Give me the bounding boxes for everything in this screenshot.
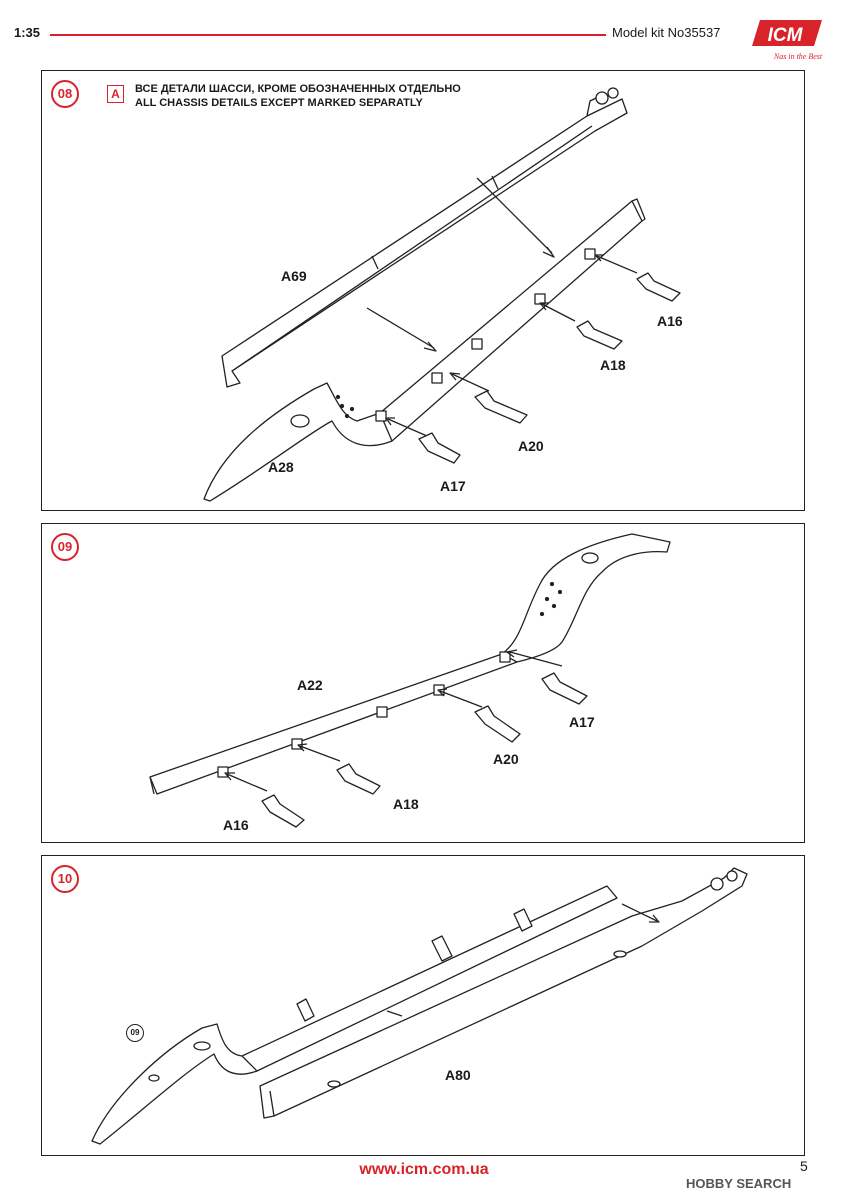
label-a69: A69	[281, 268, 307, 284]
step-10-panel: 10 09 A80	[41, 855, 805, 1156]
step-number: 08	[51, 80, 79, 108]
label-a16: A16	[223, 817, 249, 833]
step-08-drawing	[203, 87, 681, 502]
sprue-letter: A	[107, 85, 124, 103]
model-kit-number: Model kit No35537	[612, 25, 721, 40]
step-09-drawing	[149, 533, 671, 828]
label-a18: A18	[393, 796, 419, 812]
scale-label: 1:35	[14, 25, 41, 40]
hobby-search-watermark: HOBBY SEARCH	[686, 1176, 792, 1191]
header-divider	[50, 34, 606, 36]
reference-step-09: 09	[126, 1024, 144, 1042]
svg-text:Nas in the Best: Nas in the Best	[773, 52, 823, 61]
label-a28: A28	[268, 459, 294, 475]
label-a17: A17	[569, 714, 595, 730]
label-a17: A17	[440, 478, 466, 494]
label-a20: A20	[493, 751, 519, 767]
step-08-panel: 08 A ВСЕ ДЕТАЛИ ШАССИ, КРОМЕ ОБОЗНАЧЕННЫ…	[41, 70, 805, 511]
note-english: ALL CHASSIS DETAILS EXCEPT MARKED SEPARA…	[135, 97, 423, 109]
step-09-panel: 09 A22 A17 A20 A18 A16	[41, 523, 805, 843]
svg-text:ICM: ICM	[768, 25, 804, 46]
step-number: 10	[51, 865, 79, 893]
step-10-drawing	[91, 867, 748, 1145]
step-number: 09	[51, 533, 79, 561]
label-a80: A80	[445, 1067, 471, 1083]
label-a18: A18	[600, 357, 626, 373]
label-a16: A16	[657, 313, 683, 329]
icm-logo: ICM Nas in the Best	[752, 16, 826, 66]
website-url: www.icm.com.ua	[359, 1161, 489, 1178]
page-number: 5	[800, 1158, 808, 1174]
label-a22: A22	[297, 677, 323, 693]
chassis-note: ВСЕ ДЕТАЛИ ШАССИ, КРОМЕ ОБОЗНАЧЕННЫХ ОТД…	[135, 82, 461, 110]
note-russian: ВСЕ ДЕТАЛИ ШАССИ, КРОМЕ ОБОЗНАЧЕННЫХ ОТД…	[135, 83, 461, 95]
label-a20: A20	[518, 438, 544, 454]
